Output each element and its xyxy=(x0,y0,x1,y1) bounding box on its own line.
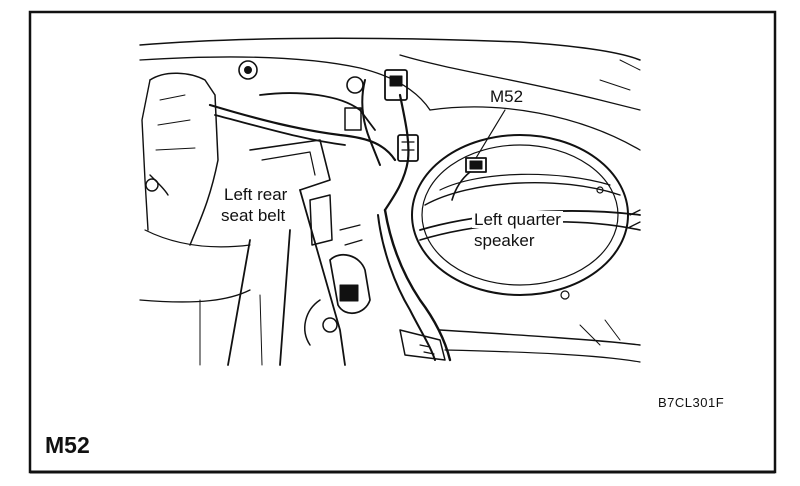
connector-id-heading: M52 xyxy=(45,432,90,458)
seat-belt-label-line1: Left rear xyxy=(222,185,290,204)
figure-code: B7CL301F xyxy=(658,395,725,410)
speaker-label-line2: speaker xyxy=(472,231,537,250)
m52-leader xyxy=(475,109,506,159)
m52-callout-label: M52 xyxy=(490,87,524,106)
speaker-label-line1: Left quarter xyxy=(472,210,563,229)
seat-belt-label-line2: seat belt xyxy=(219,206,288,225)
vehicle-drawing xyxy=(139,37,641,366)
